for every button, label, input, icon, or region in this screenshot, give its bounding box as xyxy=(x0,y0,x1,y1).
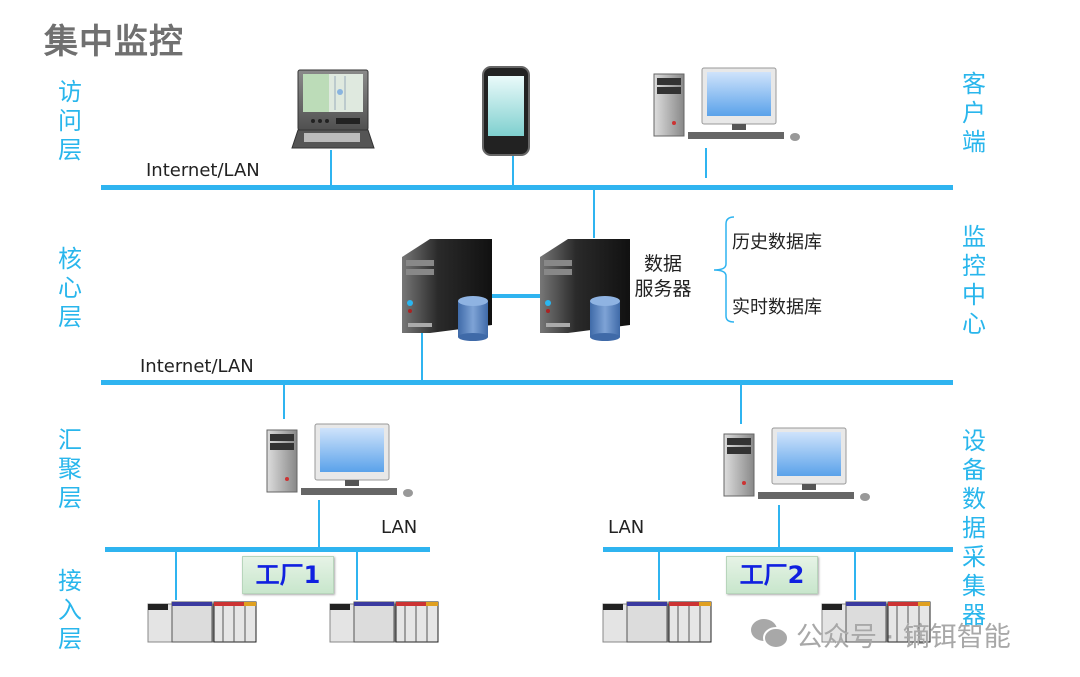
network-label-middle: Internet/LAN xyxy=(140,356,254,377)
char: 心 xyxy=(962,310,986,338)
char: 控 xyxy=(962,252,986,280)
network-bus-middle xyxy=(101,380,953,385)
char: 汇 xyxy=(58,426,82,454)
link-server-bottom xyxy=(421,330,423,381)
layer-label-collector: 设 备 数 据 采 集 器 xyxy=(960,427,988,630)
brace-icon xyxy=(713,216,735,323)
page-title: 集中监控 xyxy=(44,22,184,62)
network-bus-factory1 xyxy=(105,547,430,552)
char: 器 xyxy=(962,601,986,629)
network-label-factory1: LAN xyxy=(381,517,418,538)
plc-rack-icon xyxy=(821,601,931,643)
char: 设 xyxy=(962,427,986,455)
char: 据 xyxy=(962,514,986,542)
char: 心 xyxy=(58,274,82,302)
layer-label-client: 客 户 端 xyxy=(960,70,988,157)
data-server-label: 数据 服务器 xyxy=(628,252,698,302)
link-collector1-lan xyxy=(318,500,320,548)
char: 问 xyxy=(58,107,82,135)
wechat-icon xyxy=(751,619,789,649)
char: 接 xyxy=(58,567,82,595)
realtime-database-label: 实时数据库 xyxy=(732,297,822,318)
char: 集 xyxy=(962,572,986,600)
char: 层 xyxy=(58,625,82,653)
char: 层 xyxy=(58,303,82,331)
data-server-label-line2: 服务器 xyxy=(634,278,692,300)
link-plc4 xyxy=(854,550,856,600)
network-label-factory2: LAN xyxy=(608,517,645,538)
layer-label-aggregation: 汇 聚 层 xyxy=(56,426,84,513)
server-2-icon xyxy=(540,239,630,341)
char: 户 xyxy=(962,99,986,127)
link-collector2-top xyxy=(740,384,742,424)
char: 层 xyxy=(58,484,82,512)
layer-label-monitoring-center: 监 控 中 心 xyxy=(960,223,988,339)
link-plc3 xyxy=(658,550,660,600)
server-1-icon xyxy=(402,239,492,341)
desktop-pc-icon xyxy=(653,67,800,141)
factory-1-badge: 工厂1 xyxy=(242,556,334,594)
link-collector2-lan xyxy=(778,505,780,548)
link-phone xyxy=(512,156,514,186)
char: 中 xyxy=(962,281,986,309)
char: 端 xyxy=(962,128,986,156)
char: 核 xyxy=(58,245,82,273)
history-database-label: 历史数据库 xyxy=(732,232,822,253)
plc-rack-icon xyxy=(329,601,439,643)
link-collector1-top xyxy=(283,384,285,419)
char: 数 xyxy=(962,485,986,513)
network-label-top: Internet/LAN xyxy=(146,160,260,181)
watermark-text: 公众号 · 镝铒智能 xyxy=(796,622,1011,653)
laptop-terminal-icon xyxy=(291,69,375,149)
link-desktop xyxy=(705,148,707,178)
factory-2-badge: 工厂2 xyxy=(726,556,818,594)
network-bus-factory2 xyxy=(603,547,953,552)
smartphone-icon xyxy=(482,66,530,156)
char: 访 xyxy=(58,78,82,106)
plc-rack-icon xyxy=(602,601,712,643)
layer-label-ingress: 接 入 层 xyxy=(56,567,84,654)
collector-pc-1-icon xyxy=(266,423,413,497)
link-server-pair xyxy=(490,294,540,298)
layer-label-access: 访 问 层 xyxy=(56,78,84,165)
plc-rack-icon xyxy=(147,601,257,643)
link-plc1 xyxy=(175,550,177,600)
link-laptop xyxy=(330,150,332,186)
char: 监 xyxy=(962,223,986,251)
char: 采 xyxy=(962,543,986,571)
link-server-top xyxy=(593,188,595,238)
char: 聚 xyxy=(58,455,82,483)
char: 入 xyxy=(58,596,82,624)
char: 层 xyxy=(58,136,82,164)
layer-label-core: 核 心 层 xyxy=(56,245,84,332)
char: 客 xyxy=(962,70,986,98)
data-server-label-line1: 数据 xyxy=(643,253,682,275)
link-plc2 xyxy=(356,550,358,600)
network-bus-top xyxy=(101,185,953,190)
char: 备 xyxy=(962,456,986,484)
collector-pc-2-icon xyxy=(723,427,870,501)
